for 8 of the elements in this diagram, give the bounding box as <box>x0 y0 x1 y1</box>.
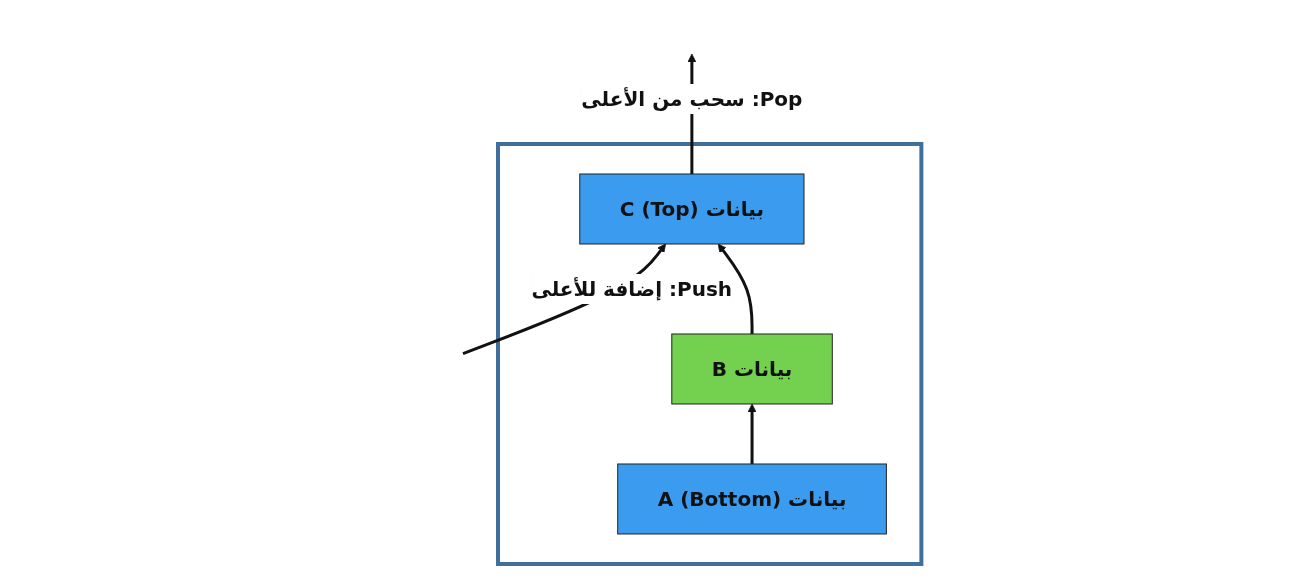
node-box: بيانات A (Bottom) <box>617 463 887 534</box>
edge-label: Pop: سحب من الأعلى <box>581 86 803 111</box>
edge-label: Push: إضافة للأعلى <box>531 276 732 301</box>
node-box: بيانات B <box>671 333 833 404</box>
node-box: بيانات C (Top) <box>579 173 805 244</box>
arrow <box>717 243 754 334</box>
cluster <box>495 141 924 566</box>
arrow <box>747 403 757 464</box>
